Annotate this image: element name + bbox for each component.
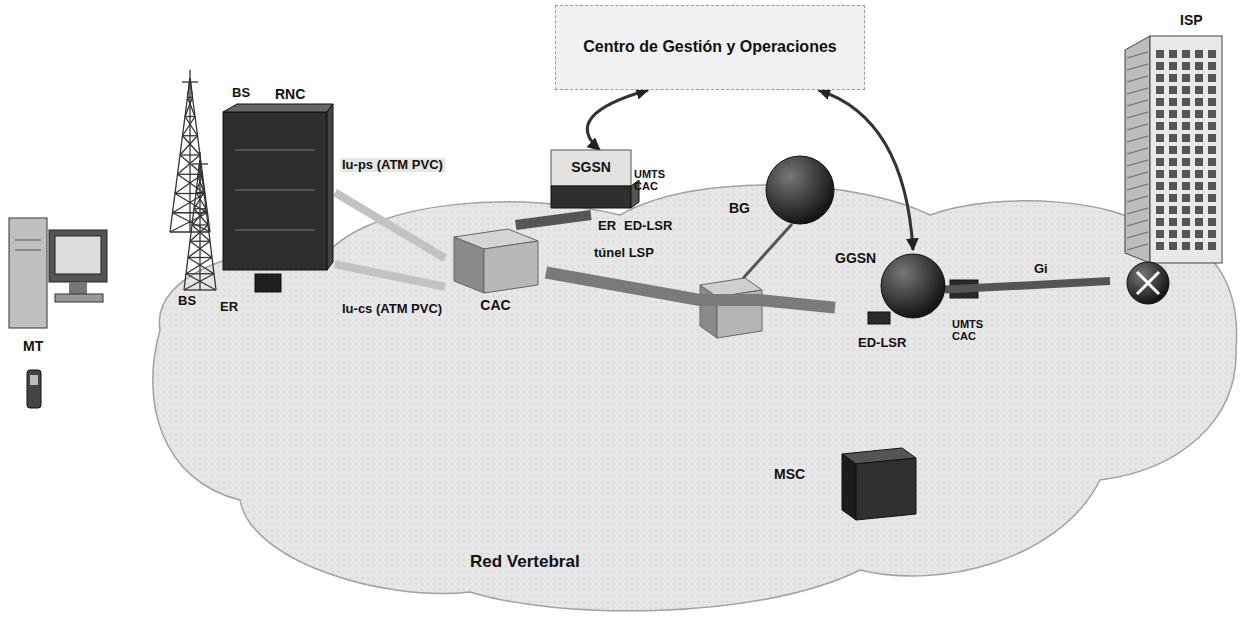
part-label: UMTS CAC bbox=[634, 168, 678, 192]
part-label: ER bbox=[220, 300, 238, 314]
node-label: MT bbox=[23, 338, 43, 354]
link-line bbox=[819, 90, 913, 250]
node-label: MSC bbox=[774, 466, 805, 482]
antenna-towers bbox=[170, 70, 216, 290]
network-element: ISP bbox=[1110, 8, 1235, 308]
mt-icon bbox=[5, 200, 110, 360]
part-label: BS bbox=[232, 86, 250, 100]
link-line bbox=[516, 215, 591, 225]
part-label: BS bbox=[178, 294, 196, 308]
network-element: BG bbox=[725, 150, 835, 230]
node-label: GGSN bbox=[835, 250, 876, 266]
link-label: Iu-cs (ATM PVC) bbox=[340, 302, 444, 316]
part-label: ED-LSR bbox=[858, 336, 906, 350]
network-element: RNC bbox=[215, 90, 335, 295]
region-label: Red Vertebral bbox=[470, 553, 580, 572]
link-line bbox=[945, 281, 1110, 290]
node-label: CAC bbox=[445, 297, 546, 313]
node-label: Centro de Gestión y Operaciones bbox=[573, 38, 846, 56]
network-element: MT bbox=[5, 200, 110, 360]
network-element: MSC bbox=[770, 440, 920, 525]
circle-icon bbox=[725, 150, 835, 230]
link-line bbox=[335, 193, 445, 259]
rnc-icon bbox=[215, 90, 335, 295]
network-element: GGSN bbox=[835, 250, 945, 322]
msc-icon bbox=[770, 440, 920, 525]
isp-icon bbox=[1110, 8, 1235, 308]
node-label: SGSN bbox=[548, 159, 634, 175]
core-switch bbox=[700, 278, 762, 338]
link-label: túnel LSP bbox=[592, 246, 656, 260]
node-label: ISP bbox=[1180, 12, 1203, 28]
process-box: Centro de Gestión y Operaciones bbox=[555, 5, 865, 90]
link-line bbox=[335, 264, 445, 287]
link-line bbox=[587, 90, 648, 150]
link-line bbox=[546, 273, 835, 308]
part-label: ER bbox=[598, 219, 616, 233]
node-label: BG bbox=[729, 200, 750, 216]
link-label: Gi bbox=[1032, 262, 1050, 276]
node-label: RNC bbox=[275, 86, 305, 102]
link-label: Iu-ps (ATM PVC) bbox=[340, 158, 445, 172]
bg-link bbox=[738, 224, 792, 284]
part-label: UMTS CAC bbox=[952, 318, 996, 342]
network-element: CAC bbox=[445, 225, 546, 320]
mobile-phone bbox=[27, 370, 41, 408]
network-element: SGSN bbox=[548, 150, 634, 215]
part-label: ED-LSR bbox=[624, 219, 672, 233]
